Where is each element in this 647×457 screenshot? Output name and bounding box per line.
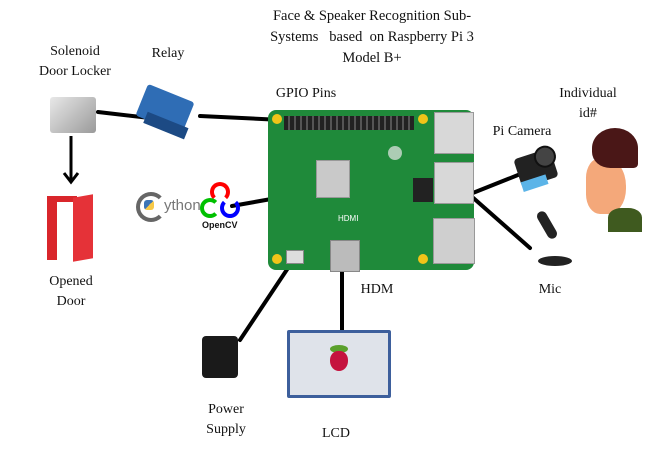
power-supply-image xyxy=(202,336,238,378)
microphone-image xyxy=(535,209,576,270)
person-face-icon xyxy=(582,128,642,233)
raspberry-pi-board: HDMI xyxy=(268,110,475,272)
opencv-logo: OpenCV xyxy=(200,182,244,230)
individual-label: Individual id# xyxy=(559,86,617,121)
pi-camera-label: Pi Camera xyxy=(492,124,552,139)
python-snake-icon xyxy=(144,200,154,210)
mic-label: Mic xyxy=(538,282,562,297)
wire-power-pi xyxy=(238,266,290,342)
arrow-solenoid-to-door xyxy=(62,136,80,185)
lcd-display-image xyxy=(287,330,391,398)
opencv-green-ring-icon xyxy=(200,198,220,218)
title-line-2: Systems based on Raspberry Pi 3 xyxy=(270,29,474,45)
diagram-title: Face & Speaker Recognition Sub- Systems … xyxy=(232,6,512,69)
usb-port-2 xyxy=(434,162,474,204)
raspberry-logo-icon xyxy=(388,146,402,160)
solenoid-label: Solenoid Door Locker xyxy=(39,44,111,79)
pi-camera-image xyxy=(513,142,559,192)
title-line-1: Face & Speaker Recognition Sub- xyxy=(272,8,472,24)
solenoid-door-locker-image xyxy=(50,97,96,133)
relay-label: Relay xyxy=(151,46,185,61)
power-supply-label: Power Supply xyxy=(206,402,246,437)
title-line-3: Model B+ xyxy=(342,50,402,66)
lcd-label: LCD xyxy=(322,426,350,441)
opened-door-icon xyxy=(47,194,93,262)
python-logo: ython xyxy=(136,192,206,222)
gpio-pins-label: GPIO Pins xyxy=(275,86,337,101)
raspberry-leaf-icon xyxy=(330,345,348,353)
gpio-header xyxy=(284,116,414,130)
ethernet-port xyxy=(433,218,475,264)
hdmi-port xyxy=(330,240,360,272)
relay-module-image xyxy=(135,83,195,140)
raspberry-icon xyxy=(330,351,348,371)
micro-usb-port xyxy=(286,250,304,264)
opencv-red-ring-icon xyxy=(210,182,230,202)
usb-controller-chip xyxy=(413,178,433,202)
hdmi-label: HDM xyxy=(360,282,394,297)
opened-door-label: Opened Door xyxy=(49,274,93,309)
usb-port-1 xyxy=(434,112,474,154)
opencv-blue-ring-icon xyxy=(220,198,240,218)
python-c-icon xyxy=(136,192,166,222)
soc-chip xyxy=(316,160,350,198)
